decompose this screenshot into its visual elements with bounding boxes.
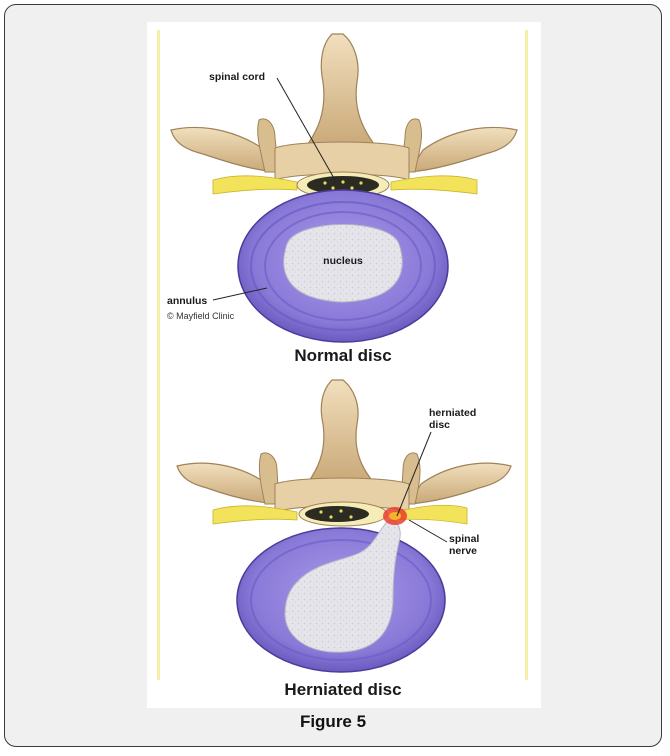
spine-illustration: spinal cord nucleus annulus © Mayfield C… bbox=[147, 22, 541, 708]
herniated-disc-label-line2: disc bbox=[429, 419, 450, 431]
annulus-label: annulus bbox=[167, 295, 207, 307]
left-edge-bar bbox=[157, 30, 160, 680]
left-spinal-nerve bbox=[213, 176, 297, 194]
nucleus-label: nucleus bbox=[323, 255, 363, 267]
normal-disc-title: Normal disc bbox=[294, 346, 391, 365]
spinal-cord-2 bbox=[305, 506, 369, 522]
figure-frame: spinal cord nucleus annulus © Mayfield C… bbox=[4, 4, 662, 747]
spinal-cord-label: spinal cord bbox=[209, 71, 265, 83]
right-edge-bar bbox=[525, 30, 528, 680]
herniated-disc-title: Herniated disc bbox=[284, 680, 401, 699]
right-transverse-process-2 bbox=[409, 463, 511, 504]
disc-diagram-svg: spinal cord nucleus annulus © Mayfield C… bbox=[147, 22, 541, 708]
spinal-nerve-label-line2: nerve bbox=[449, 545, 477, 557]
credit-label: © Mayfield Clinic bbox=[167, 311, 235, 321]
spinal-nerve-label-line1: spinal bbox=[449, 533, 479, 545]
spinous-process-2 bbox=[307, 380, 375, 484]
right-transverse-process bbox=[409, 127, 517, 172]
figure-caption: Figure 5 bbox=[5, 712, 661, 732]
spinal-nerve-leader bbox=[409, 520, 447, 542]
herniated-vertebra bbox=[177, 380, 511, 672]
herniated-disc-label-line1: herniated bbox=[429, 407, 476, 419]
spinous-process bbox=[305, 34, 377, 148]
